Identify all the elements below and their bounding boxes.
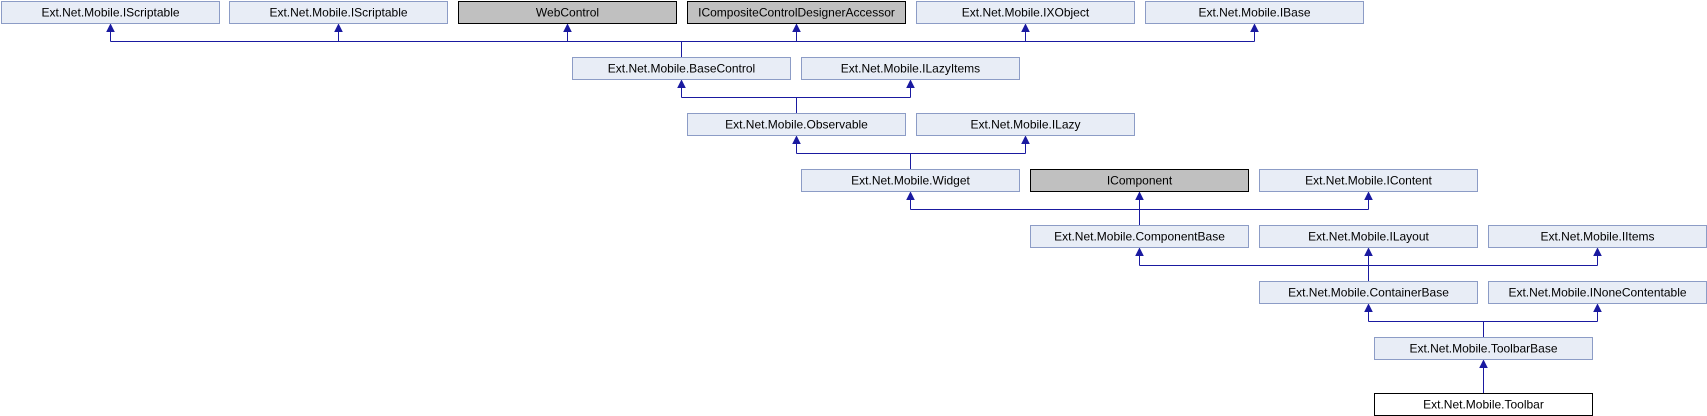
class-node[interactable]: Ext.Net.Mobile.IBase (1145, 1, 1364, 24)
class-node[interactable]: Ext.Net.Mobile.IXObject (916, 1, 1135, 24)
arrow-head (792, 23, 801, 32)
node-label: Ext.Net.Mobile.IXObject (962, 6, 1090, 20)
node-label: Ext.Net.Mobile.ComponentBase (1054, 230, 1225, 244)
class-node[interactable]: Ext.Net.Mobile.Observable (687, 113, 906, 136)
node-label: Ext.Net.Mobile.IScriptable (41, 6, 179, 20)
class-node[interactable]: Ext.Net.Mobile.Widget (801, 169, 1020, 192)
node-box (458, 1, 677, 24)
class-node[interactable]: Ext.Net.Mobile.ToolbarBase (1374, 337, 1593, 360)
arrow-head (1479, 359, 1488, 368)
arrow-head (677, 79, 686, 88)
node-label: WebControl (536, 6, 599, 20)
class-node[interactable]: IComponent (1030, 169, 1249, 192)
node-box (1259, 225, 1478, 248)
arrow-head (906, 191, 915, 200)
class-node[interactable]: Ext.Net.Mobile.ILazy (916, 113, 1135, 136)
arrow-head (563, 23, 572, 32)
class-node[interactable]: Ext.Net.Mobile.IScriptable (1, 1, 220, 24)
class-node[interactable]: Ext.Net.Mobile.IItems (1488, 225, 1707, 248)
node-box (801, 169, 1020, 192)
arrow-head (1135, 191, 1144, 200)
node-box (1374, 337, 1593, 360)
arrow-head (1021, 135, 1030, 144)
arrow-head (1364, 191, 1373, 200)
node-box (1259, 169, 1478, 192)
edges-layer (106, 23, 1602, 394)
node-label: ICompositeControlDesignerAccessor (698, 6, 895, 20)
node-label: Ext.Net.Mobile.ToolbarBase (1409, 342, 1557, 356)
arrow-head (792, 135, 801, 144)
class-node[interactable]: Ext.Net.Mobile.ComponentBase (1030, 225, 1249, 248)
node-box (1030, 225, 1249, 248)
node-box (687, 113, 906, 136)
node-label: Ext.Net.Mobile.Toolbar (1423, 398, 1544, 412)
node-box (801, 57, 1020, 80)
node-label: Ext.Net.Mobile.IBase (1198, 6, 1310, 20)
node-box (1145, 1, 1364, 24)
arrow-head (334, 23, 343, 32)
class-node[interactable]: Ext.Net.Mobile.IContent (1259, 169, 1478, 192)
node-box (916, 1, 1135, 24)
node-label: IComponent (1107, 174, 1173, 188)
arrow-head (1250, 23, 1259, 32)
class-node[interactable]: Ext.Net.Mobile.ILazyItems (801, 57, 1020, 80)
node-box (687, 1, 906, 24)
node-label: Ext.Net.Mobile.IContent (1305, 174, 1432, 188)
node-label: Ext.Net.Mobile.ILazy (970, 118, 1080, 132)
node-box (229, 1, 448, 24)
node-label: Ext.Net.Mobile.ContainerBase (1288, 286, 1449, 300)
node-label: Ext.Net.Mobile.IItems (1540, 230, 1654, 244)
node-box (1, 1, 220, 24)
node-label: Ext.Net.Mobile.BaseControl (608, 62, 755, 76)
node-label: Ext.Net.Mobile.IScriptable (269, 6, 407, 20)
arrow-head (906, 79, 915, 88)
class-node[interactable]: Ext.Net.Mobile.ILayout (1259, 225, 1478, 248)
class-node: Ext.Net.Mobile.Toolbar (1374, 393, 1593, 416)
class-node[interactable]: WebControl (458, 1, 677, 24)
node-label: Ext.Net.Mobile.ILayout (1308, 230, 1429, 244)
node-box (572, 57, 791, 80)
class-node[interactable]: Ext.Net.Mobile.IScriptable (229, 1, 448, 24)
arrow-head (1364, 303, 1373, 312)
node-label: Ext.Net.Mobile.INoneContentable (1508, 286, 1686, 300)
class-node[interactable]: Ext.Net.Mobile.INoneContentable (1488, 281, 1707, 304)
class-node[interactable]: Ext.Net.Mobile.ContainerBase (1259, 281, 1478, 304)
arrow-head (1593, 303, 1602, 312)
class-node[interactable]: ICompositeControlDesignerAccessor (687, 1, 906, 24)
arrow-head (1021, 23, 1030, 32)
arrow-head (106, 23, 115, 32)
node-box (1259, 281, 1478, 304)
arrow-head (1364, 247, 1373, 256)
node-box (916, 113, 1135, 136)
node-label: Ext.Net.Mobile.Widget (851, 174, 970, 188)
node-label: Ext.Net.Mobile.ILazyItems (841, 62, 980, 76)
class-node[interactable]: Ext.Net.Mobile.BaseControl (572, 57, 791, 80)
arrow-head (1135, 247, 1144, 256)
node-label: Ext.Net.Mobile.Observable (725, 118, 868, 132)
node-box (1030, 169, 1249, 192)
arrow-head (1593, 247, 1602, 256)
